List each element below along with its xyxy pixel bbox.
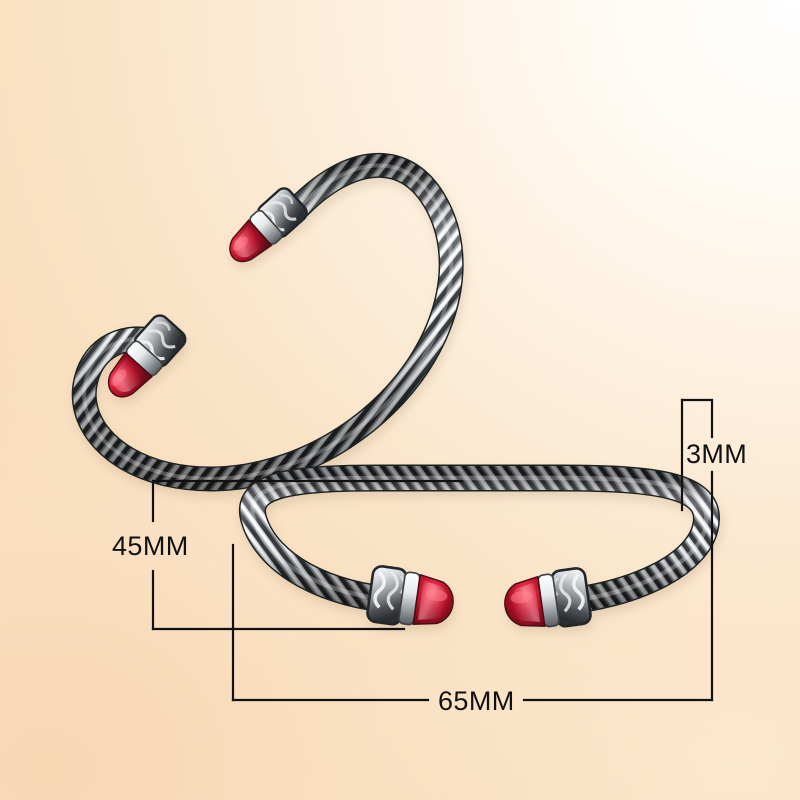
dimension-label-thickness: 3MM bbox=[686, 439, 748, 469]
bracelet-bottom bbox=[239, 464, 720, 628]
dimension-label-height: 45MM bbox=[112, 531, 189, 561]
bracelet-top-endcap-upper bbox=[229, 187, 308, 263]
bracelet-top-cable bbox=[71, 153, 464, 492]
dimension-45mm-bracket bbox=[151, 479, 464, 631]
dimension-label-width: 65MM bbox=[438, 686, 515, 716]
dimension-3mm-bracket bbox=[680, 398, 714, 547]
bracelet-bottom-cable bbox=[239, 464, 720, 616]
gemstone bbox=[229, 219, 273, 263]
gemstone bbox=[412, 573, 454, 626]
dimension-65mm-bracket bbox=[231, 543, 714, 702]
bracelet-top-endcap-lower bbox=[107, 314, 187, 398]
bracelet-bottom-endcap-right bbox=[504, 567, 592, 628]
bracelet-top bbox=[71, 153, 464, 492]
bracelet-bottom-endcap-left bbox=[366, 565, 454, 626]
dimension-annotations bbox=[151, 398, 714, 702]
gemstone bbox=[107, 351, 154, 398]
gemstone bbox=[504, 575, 546, 628]
